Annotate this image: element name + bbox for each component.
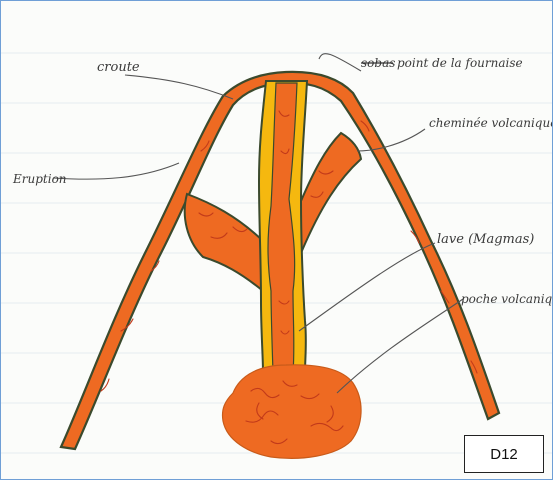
label-pocket: poche volcanique <box>461 292 552 306</box>
label-chimney: cheminée volcanique <box>429 116 552 130</box>
magma-chamber <box>222 365 361 458</box>
label-eruption: Eruption <box>12 172 67 186</box>
left-branch <box>185 194 263 291</box>
label-summit: sobas point de la fournaise <box>361 56 523 70</box>
label-lava: lave (Magmas) <box>437 232 534 247</box>
label-crust: croute <box>97 60 140 75</box>
figure-badge: D12 <box>464 435 544 473</box>
right-branch <box>301 133 361 253</box>
label-summit-text: point de la fournaise <box>397 56 523 70</box>
